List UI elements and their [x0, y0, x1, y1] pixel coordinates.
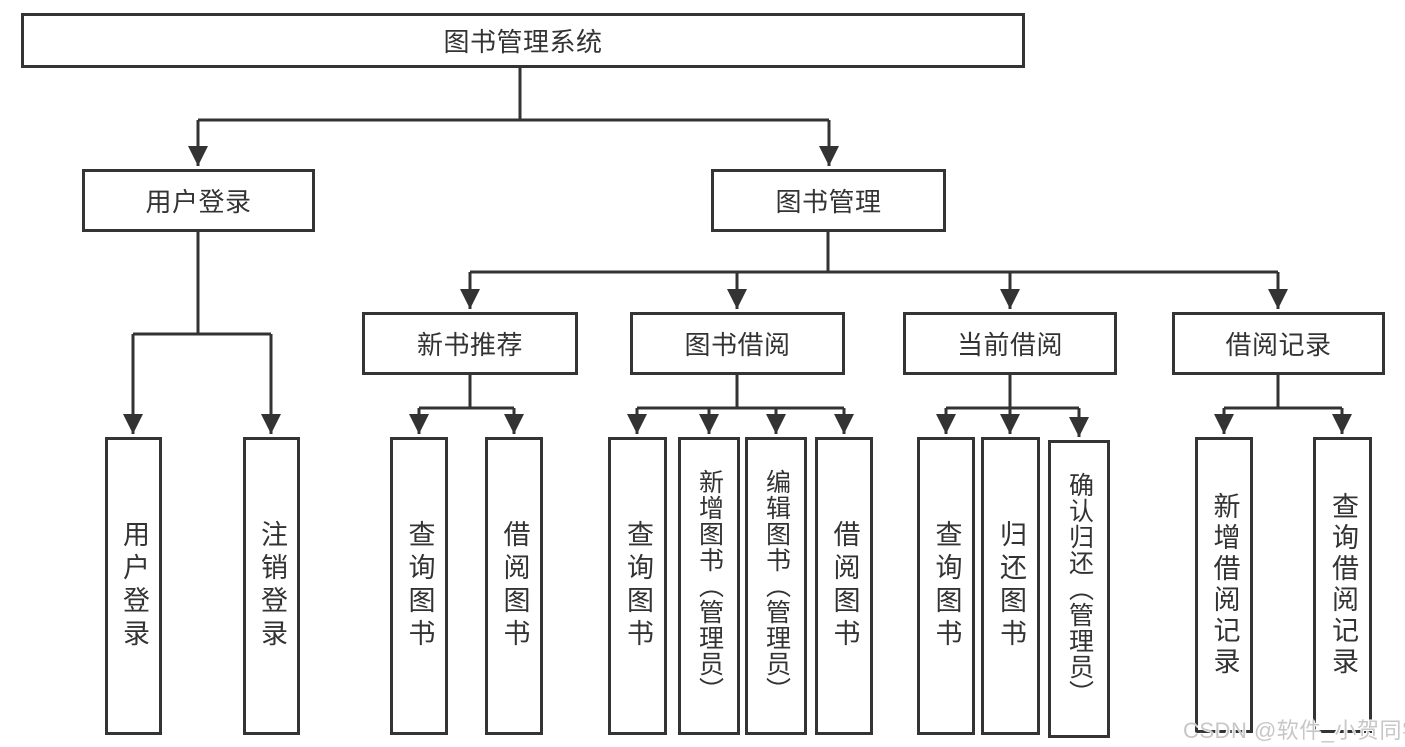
node-label: 图书管理系统: [443, 27, 603, 57]
node-label: 确认归还（管理员）: [1065, 472, 1094, 706]
leaf-confirm-return-admin: 确认归还（管理员）: [1048, 440, 1110, 738]
leaf-logout: 注销登录: [243, 437, 300, 735]
node-label: 新增图书（管理员）: [695, 469, 724, 703]
node-label: 图书借阅: [684, 330, 791, 360]
node-label: 新增借阅记录: [1209, 492, 1240, 678]
node-current-borrowing: 当前借阅: [903, 312, 1117, 375]
leaf-query-books-current: 查询图书: [917, 437, 975, 735]
leaf-query-borrow-record: 查询借阅记录: [1313, 437, 1372, 733]
node-book-borrowing: 图书借阅: [630, 312, 845, 375]
leaf-borrow-books-borrowing: 借阅图书: [815, 437, 873, 735]
node-label: 图书管理: [775, 187, 882, 217]
node-label: 编辑图书（管理员）: [762, 469, 791, 703]
node-new-book-recommend: 新书推荐: [362, 312, 578, 375]
node-book-management: 图书管理: [711, 169, 946, 232]
node-label: 借阅图书: [499, 520, 530, 652]
node-borrowing-records: 借阅记录: [1172, 312, 1385, 375]
node-label: 借阅记录: [1225, 330, 1332, 360]
node-label: 当前借阅: [956, 330, 1063, 360]
leaf-add-borrow-record: 新增借阅记录: [1195, 437, 1253, 733]
node-user-login: 用户登录: [82, 169, 315, 232]
node-label: 新书推荐: [416, 330, 523, 360]
node-library-management-system: 图书管理系统: [21, 13, 1025, 68]
node-label: 用户登录: [119, 520, 149, 652]
leaf-query-books-borrowing: 查询图书: [608, 437, 667, 735]
node-label: 查询图书: [931, 520, 962, 652]
node-label: 注销登录: [257, 520, 287, 652]
node-label: 查询借阅记录: [1328, 492, 1358, 678]
leaf-borrow-books-recommend: 借阅图书: [485, 437, 543, 735]
leaf-query-books-recommend: 查询图书: [390, 437, 448, 735]
node-label: 借阅图书: [829, 520, 860, 652]
leaf-user-login: 用户登录: [105, 437, 162, 735]
node-label: 用户登录: [145, 187, 252, 217]
watermark: CSDN @软件_小贺同学: [1183, 718, 1405, 743]
leaf-return-books: 归还图书: [981, 437, 1040, 735]
node-label: 查询图书: [623, 520, 653, 652]
node-label: 归还图书: [996, 520, 1026, 652]
leaf-add-books-admin: 新增图书（管理员）: [678, 437, 740, 735]
leaf-edit-books-admin: 编辑图书（管理员）: [745, 437, 807, 735]
node-label: 查询图书: [404, 520, 435, 652]
